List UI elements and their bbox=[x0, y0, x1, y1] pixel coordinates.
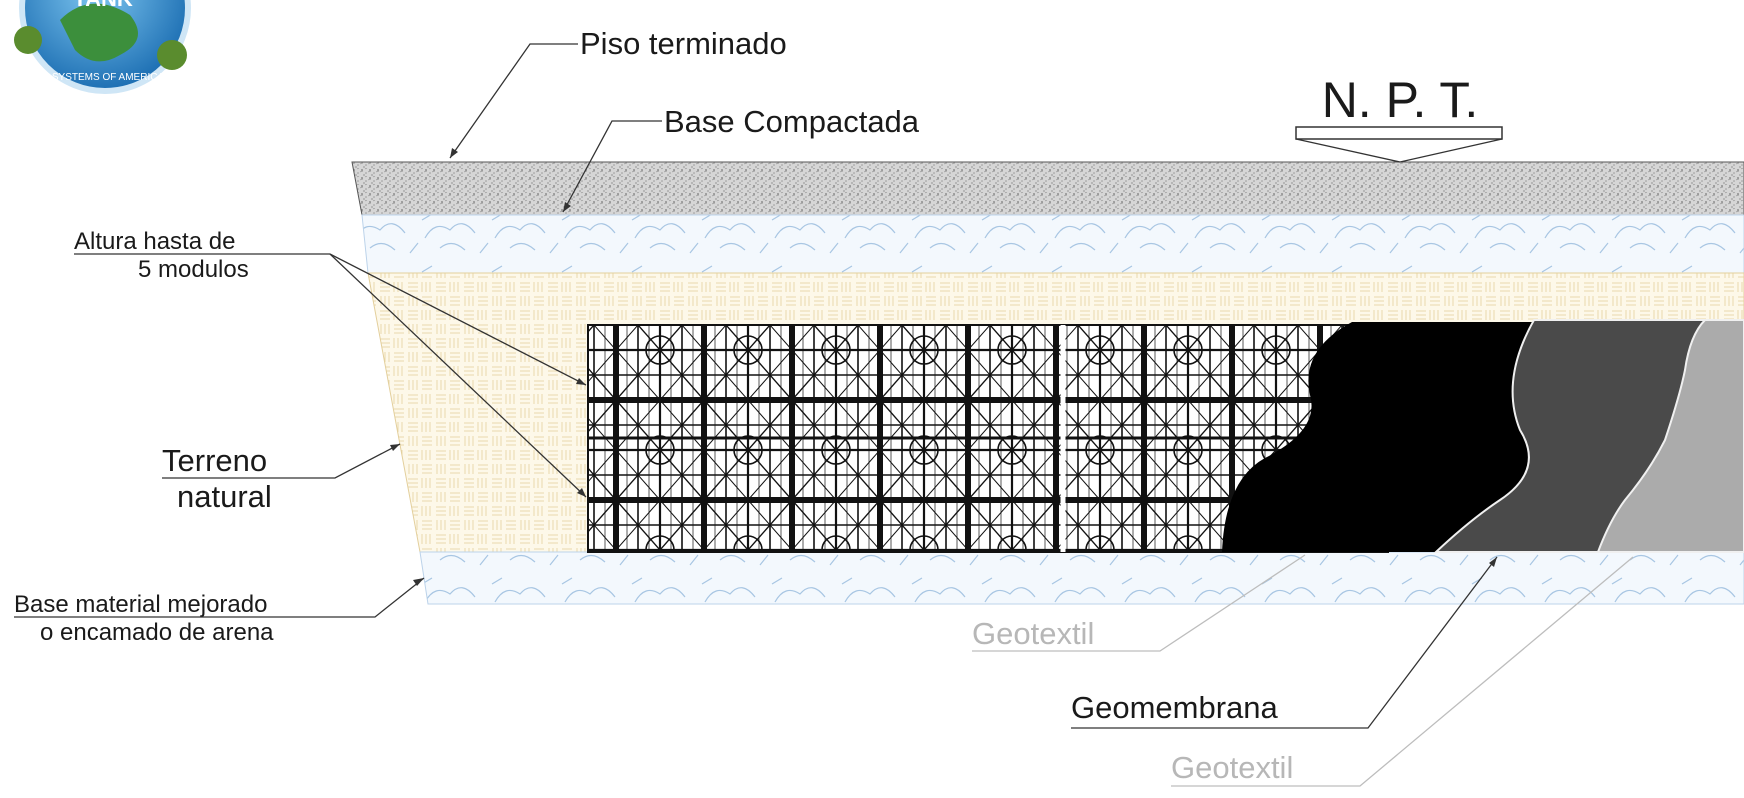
geomembrane-label: Geomembrana bbox=[1071, 690, 1279, 725]
logo-name: TANK bbox=[73, 0, 133, 11]
module-height-leader-top bbox=[329, 253, 587, 386]
logo-tree-left bbox=[14, 26, 42, 54]
module-height-arrow-top bbox=[576, 378, 586, 385]
compacted-base-layer bbox=[361, 214, 1744, 274]
module-height-label-line2: 5 modulos bbox=[138, 256, 249, 283]
natural-ground-leader bbox=[162, 443, 401, 479]
company-logo: TANK SYSTEMS OF AMERICA bbox=[14, 0, 191, 94]
finished-floor-layer bbox=[351, 161, 1744, 216]
npt-label: N. P. T. bbox=[1322, 72, 1479, 128]
improved-base-layer bbox=[419, 551, 1744, 605]
compacted-base-label: Base Compactada bbox=[664, 104, 920, 139]
npt-symbol-bar bbox=[1295, 126, 1503, 140]
module-height-label-line1: Altura hasta de bbox=[74, 228, 235, 255]
natural-ground-arrow bbox=[390, 444, 400, 451]
geotextile-outer-wrap bbox=[1596, 319, 1744, 553]
natural-ground-label-line1: Terreno bbox=[162, 443, 267, 478]
logo-tagline: SYSTEMS OF AMERICA bbox=[52, 72, 165, 83]
geomembrane-leader bbox=[1071, 556, 1498, 729]
improved-base-arrow bbox=[413, 578, 424, 586]
module-height-arrow-bottom bbox=[577, 488, 586, 497]
npt-symbol-triangle bbox=[1295, 138, 1503, 163]
npt-marker: N. P. T. bbox=[1295, 72, 1503, 163]
compacted-base-leader bbox=[562, 120, 662, 213]
geotextile-outer-label: Geotextil bbox=[1171, 750, 1293, 785]
finished-floor-label: Piso terminado bbox=[580, 26, 787, 61]
module-height-leader-bottom bbox=[329, 253, 587, 498]
improved-base-leader bbox=[14, 577, 425, 618]
geotextile-outer-leader bbox=[1171, 556, 1634, 787]
improved-base-label-line1: Base material mejorado bbox=[14, 591, 267, 618]
improved-base-label-line2: o encamado de arena bbox=[40, 619, 274, 646]
logo-land bbox=[60, 3, 138, 62]
finished-floor-leader bbox=[449, 43, 578, 159]
finished-floor-arrow bbox=[450, 148, 458, 158]
geomembrane-arrow bbox=[1489, 557, 1497, 567]
geotextile-inner-leader bbox=[972, 554, 1306, 652]
logo-tree-right bbox=[157, 40, 187, 70]
compacted-base-arrow bbox=[563, 202, 571, 212]
geotextile-inner-label: Geotextil bbox=[972, 616, 1094, 651]
natural-ground-label-line2: natural bbox=[177, 479, 272, 514]
